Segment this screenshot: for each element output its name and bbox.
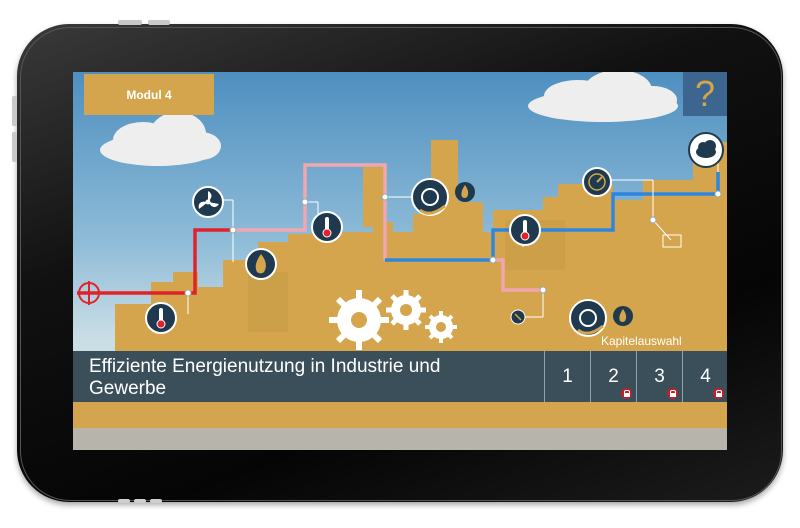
help-icon: ? [694,73,716,114]
gauge-icon[interactable] [510,309,526,325]
cloud-right [528,72,678,122]
gear-icon [329,290,389,350]
flame-icon[interactable] [613,306,633,326]
hardware-button [118,499,130,503]
chapter-button-4[interactable]: 4 [682,351,727,402]
gear-icon [386,290,426,330]
chapter-number: 2 [608,365,619,387]
flame-icon[interactable] [455,182,475,202]
cloud-icon[interactable] [688,132,724,168]
heat-exchanger-icon[interactable] [569,299,607,337]
chapter-button-3[interactable]: 3 [636,351,682,402]
fan-icon[interactable] [192,186,224,218]
page-title: Effiziente Energienutzung in Industrie u… [89,356,441,399]
flame-icon[interactable] [245,248,277,280]
app-screen: Modul 4 ? Kapitelauswahl Effiziente Ener… [73,72,727,450]
chapter-selector: 1 2 3 4 [544,351,727,402]
hardware-button [12,96,17,126]
thermometer-icon[interactable] [145,302,177,334]
hardware-button [12,132,17,162]
module-badge[interactable]: Modul 4 [84,74,214,115]
gear-icon [425,311,457,343]
lock-icon [713,388,724,399]
help-button[interactable]: ? [683,72,727,116]
hardware-button [148,20,170,25]
factory-scene [77,72,727,358]
factory-silhouette [115,140,727,358]
chapter-button-2[interactable]: 2 [590,351,636,402]
hardware-button [118,20,142,25]
pipe-junctions [184,190,722,297]
chapter-button-1[interactable]: 1 [544,351,590,402]
chapter-number: 3 [654,365,665,387]
lock-icon [621,388,632,399]
hardware-button [150,499,162,503]
ground-strip [73,402,727,428]
chimney [363,167,385,227]
title-bar: Effiziente Energienutzung in Industrie u… [73,351,727,402]
crosshair-icon [77,281,101,305]
building-shadow [248,272,288,332]
meter-icon [662,234,682,248]
chapter-number: 1 [562,365,573,387]
lock-icon [667,388,678,399]
ground-base [73,428,727,450]
warm-pipe [493,258,543,292]
thermometer-icon[interactable] [311,211,343,243]
chapter-number: 4 [700,365,711,387]
thermometer-icon[interactable] [509,214,541,246]
hot-pipe [77,228,233,295]
gauge-icon[interactable] [582,167,612,197]
cloud-left [100,112,221,166]
chapter-selection-label: Kapitelauswahl [601,334,682,348]
hardware-button [134,499,146,503]
heat-exchanger-icon[interactable] [411,178,449,216]
